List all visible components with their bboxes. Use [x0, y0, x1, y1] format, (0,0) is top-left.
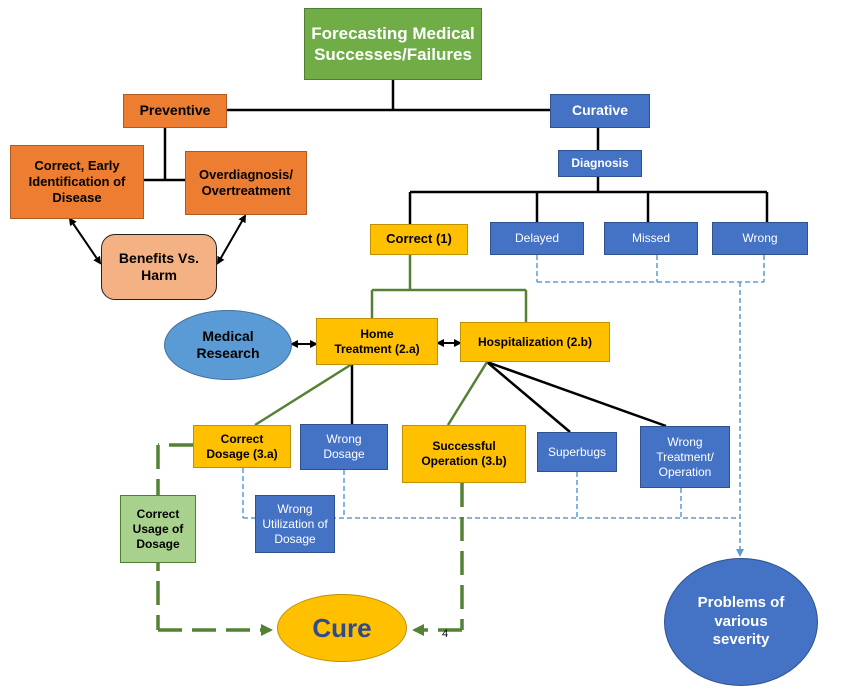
correct-node: Correct (1): [370, 224, 468, 255]
preventive-label: Preventive: [139, 102, 211, 119]
wrong-utilization-label: Wrong Utilization of Dosage: [262, 501, 328, 546]
cure-label: Cure: [312, 612, 372, 643]
curative-label: Curative: [571, 102, 629, 119]
delayed-node: Delayed: [490, 222, 584, 255]
problems-node: Problems of various severity: [664, 558, 818, 686]
wrong-treatment-label: Wrong Treatment/ Operation: [656, 434, 714, 479]
hospitalization-label: Hospitalization (2.b): [478, 334, 592, 349]
delayed-label: Delayed: [514, 231, 560, 245]
benefits-label: Benefits Vs. Harm: [118, 249, 200, 284]
medical-research-label: Medical Research: [196, 327, 260, 362]
root-label: Forecasting Medical Successes/Failures: [311, 23, 475, 64]
problems-label: Problems of various severity: [697, 593, 785, 649]
cure-node: Cure: [277, 594, 407, 662]
successful-operation-label: Successful Operation (3.b): [421, 439, 507, 468]
missed-label: Missed: [631, 231, 670, 245]
root-node: Forecasting Medical Successes/Failures: [304, 8, 482, 80]
home-treatment-label: Home Treatment (2.a): [334, 326, 420, 356]
early-identification-node: Correct, Early Identification of Disease: [10, 145, 144, 219]
diagnosis-label: Diagnosis: [571, 156, 629, 170]
home-treatment-node: Home Treatment (2.a): [316, 318, 438, 365]
successful-operation-node: Successful Operation (3.b): [402, 425, 526, 483]
early-identification-label: Correct, Early Identification of Disease: [28, 157, 126, 206]
wrong-node: Wrong: [712, 222, 808, 255]
curative-node: Curative: [550, 94, 650, 128]
page-number: 4: [442, 628, 449, 640]
superbugs-node: Superbugs: [537, 432, 617, 472]
missed-node: Missed: [604, 222, 698, 255]
wrong-label: Wrong: [742, 231, 778, 245]
diagnosis-node: Diagnosis: [558, 150, 642, 177]
correct-dosage-label: Correct Dosage (3.a): [206, 431, 278, 461]
preventive-node: Preventive: [123, 94, 227, 128]
medical-research-node: Medical Research: [164, 310, 292, 380]
correct-label: Correct (1): [386, 231, 452, 247]
correct-usage-label: Correct Usage of Dosage: [132, 506, 184, 551]
wrong-dosage-label: Wrong Dosage: [323, 432, 365, 461]
wrong-utilization-node: Wrong Utilization of Dosage: [255, 495, 335, 553]
wrong-dosage-node: Wrong Dosage: [300, 424, 388, 470]
correct-usage-node: Correct Usage of Dosage: [120, 495, 196, 563]
benefits-node: Benefits Vs. Harm: [101, 234, 217, 300]
superbugs-label: Superbugs: [547, 444, 607, 459]
wrong-treatment-node: Wrong Treatment/ Operation: [640, 426, 730, 488]
correct-dosage-node: Correct Dosage (3.a): [193, 425, 291, 468]
overdiagnosis-label: Overdiagnosis/ Overtreatment: [199, 166, 293, 198]
hospitalization-node: Hospitalization (2.b): [460, 322, 610, 362]
overdiagnosis-node: Overdiagnosis/ Overtreatment: [185, 151, 307, 215]
